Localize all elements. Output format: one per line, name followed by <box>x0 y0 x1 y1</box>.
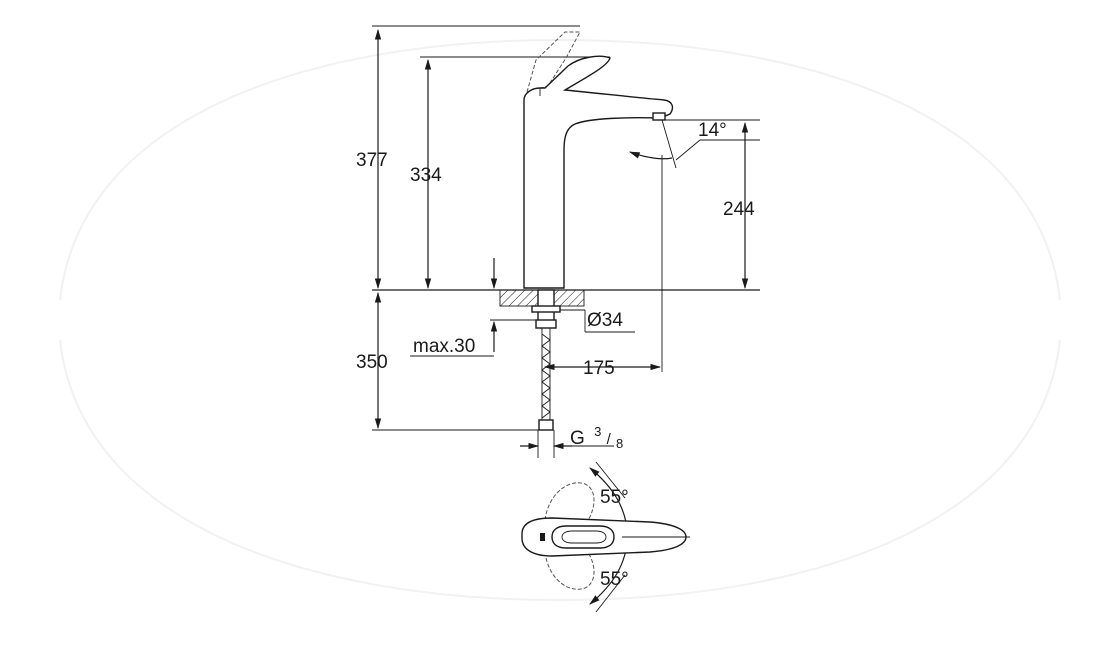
supply-hose <box>537 328 555 458</box>
dim-line-max30 <box>410 258 498 357</box>
background-watermark <box>59 38 1061 602</box>
deck-section <box>499 289 585 329</box>
faucet-top-view <box>521 461 690 613</box>
label-spout-height: 244 <box>723 199 755 220</box>
spout-angle-marker <box>628 119 760 169</box>
label-thread: G 3 / 8 <box>570 420 623 451</box>
label-lever-angle-bottom: 55° <box>600 569 629 590</box>
faucet-side-view <box>523 31 674 289</box>
label-total-height: 377 <box>356 150 388 171</box>
dim-line-bore <box>560 309 635 333</box>
label-lever-angle-top: 55° <box>600 487 629 508</box>
label-below-deck: 350 <box>356 352 388 373</box>
lever-top <box>551 525 615 549</box>
label-reach: 175 <box>583 358 615 379</box>
aerator <box>652 112 666 121</box>
label-deck-thickness: max.30 <box>413 336 475 357</box>
label-bore-diameter: Ø34 <box>587 310 623 331</box>
faucet-body <box>523 55 674 289</box>
extension-lines <box>372 25 760 431</box>
label-spout-angle: 14° <box>698 120 727 141</box>
label-lever-height: 334 <box>410 165 442 186</box>
